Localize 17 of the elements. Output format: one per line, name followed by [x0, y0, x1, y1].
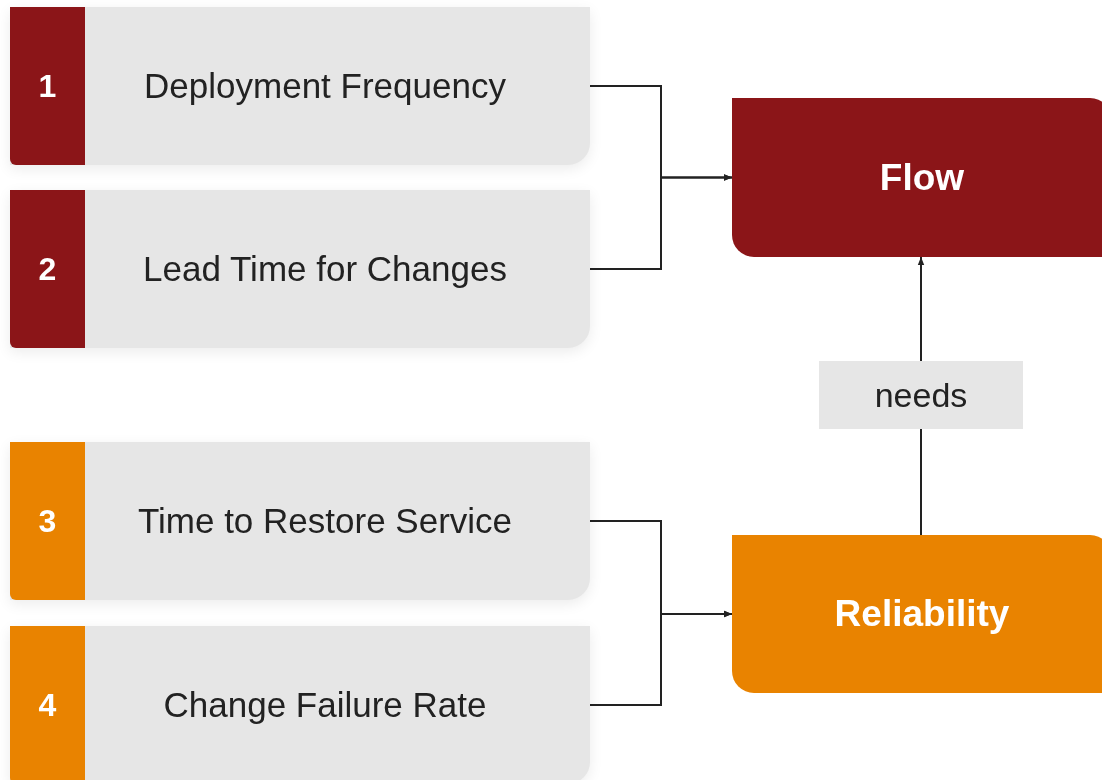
number-tab: 1 — [10, 7, 85, 165]
metric-name: Time to Restore Service — [136, 500, 514, 542]
number-tab: 3 — [10, 442, 85, 600]
metric-card — [10, 190, 590, 348]
number-tab: 4 — [10, 626, 85, 780]
connector-arrow — [589, 174, 733, 270]
category-box: Flow — [732, 98, 1102, 257]
number-tab: 2 — [10, 190, 85, 348]
metric-name: Lead Time for Changes — [142, 248, 508, 290]
category-box: Reliability — [732, 535, 1102, 693]
metric-name: Change Failure Rate — [162, 684, 488, 726]
edge-label: needs — [819, 361, 1023, 429]
metric-card — [10, 7, 590, 165]
connector-arrow — [589, 610, 733, 706]
metric-card — [10, 442, 590, 600]
metric-card — [10, 626, 590, 780]
metric-name: Deployment Frequency — [143, 65, 507, 107]
